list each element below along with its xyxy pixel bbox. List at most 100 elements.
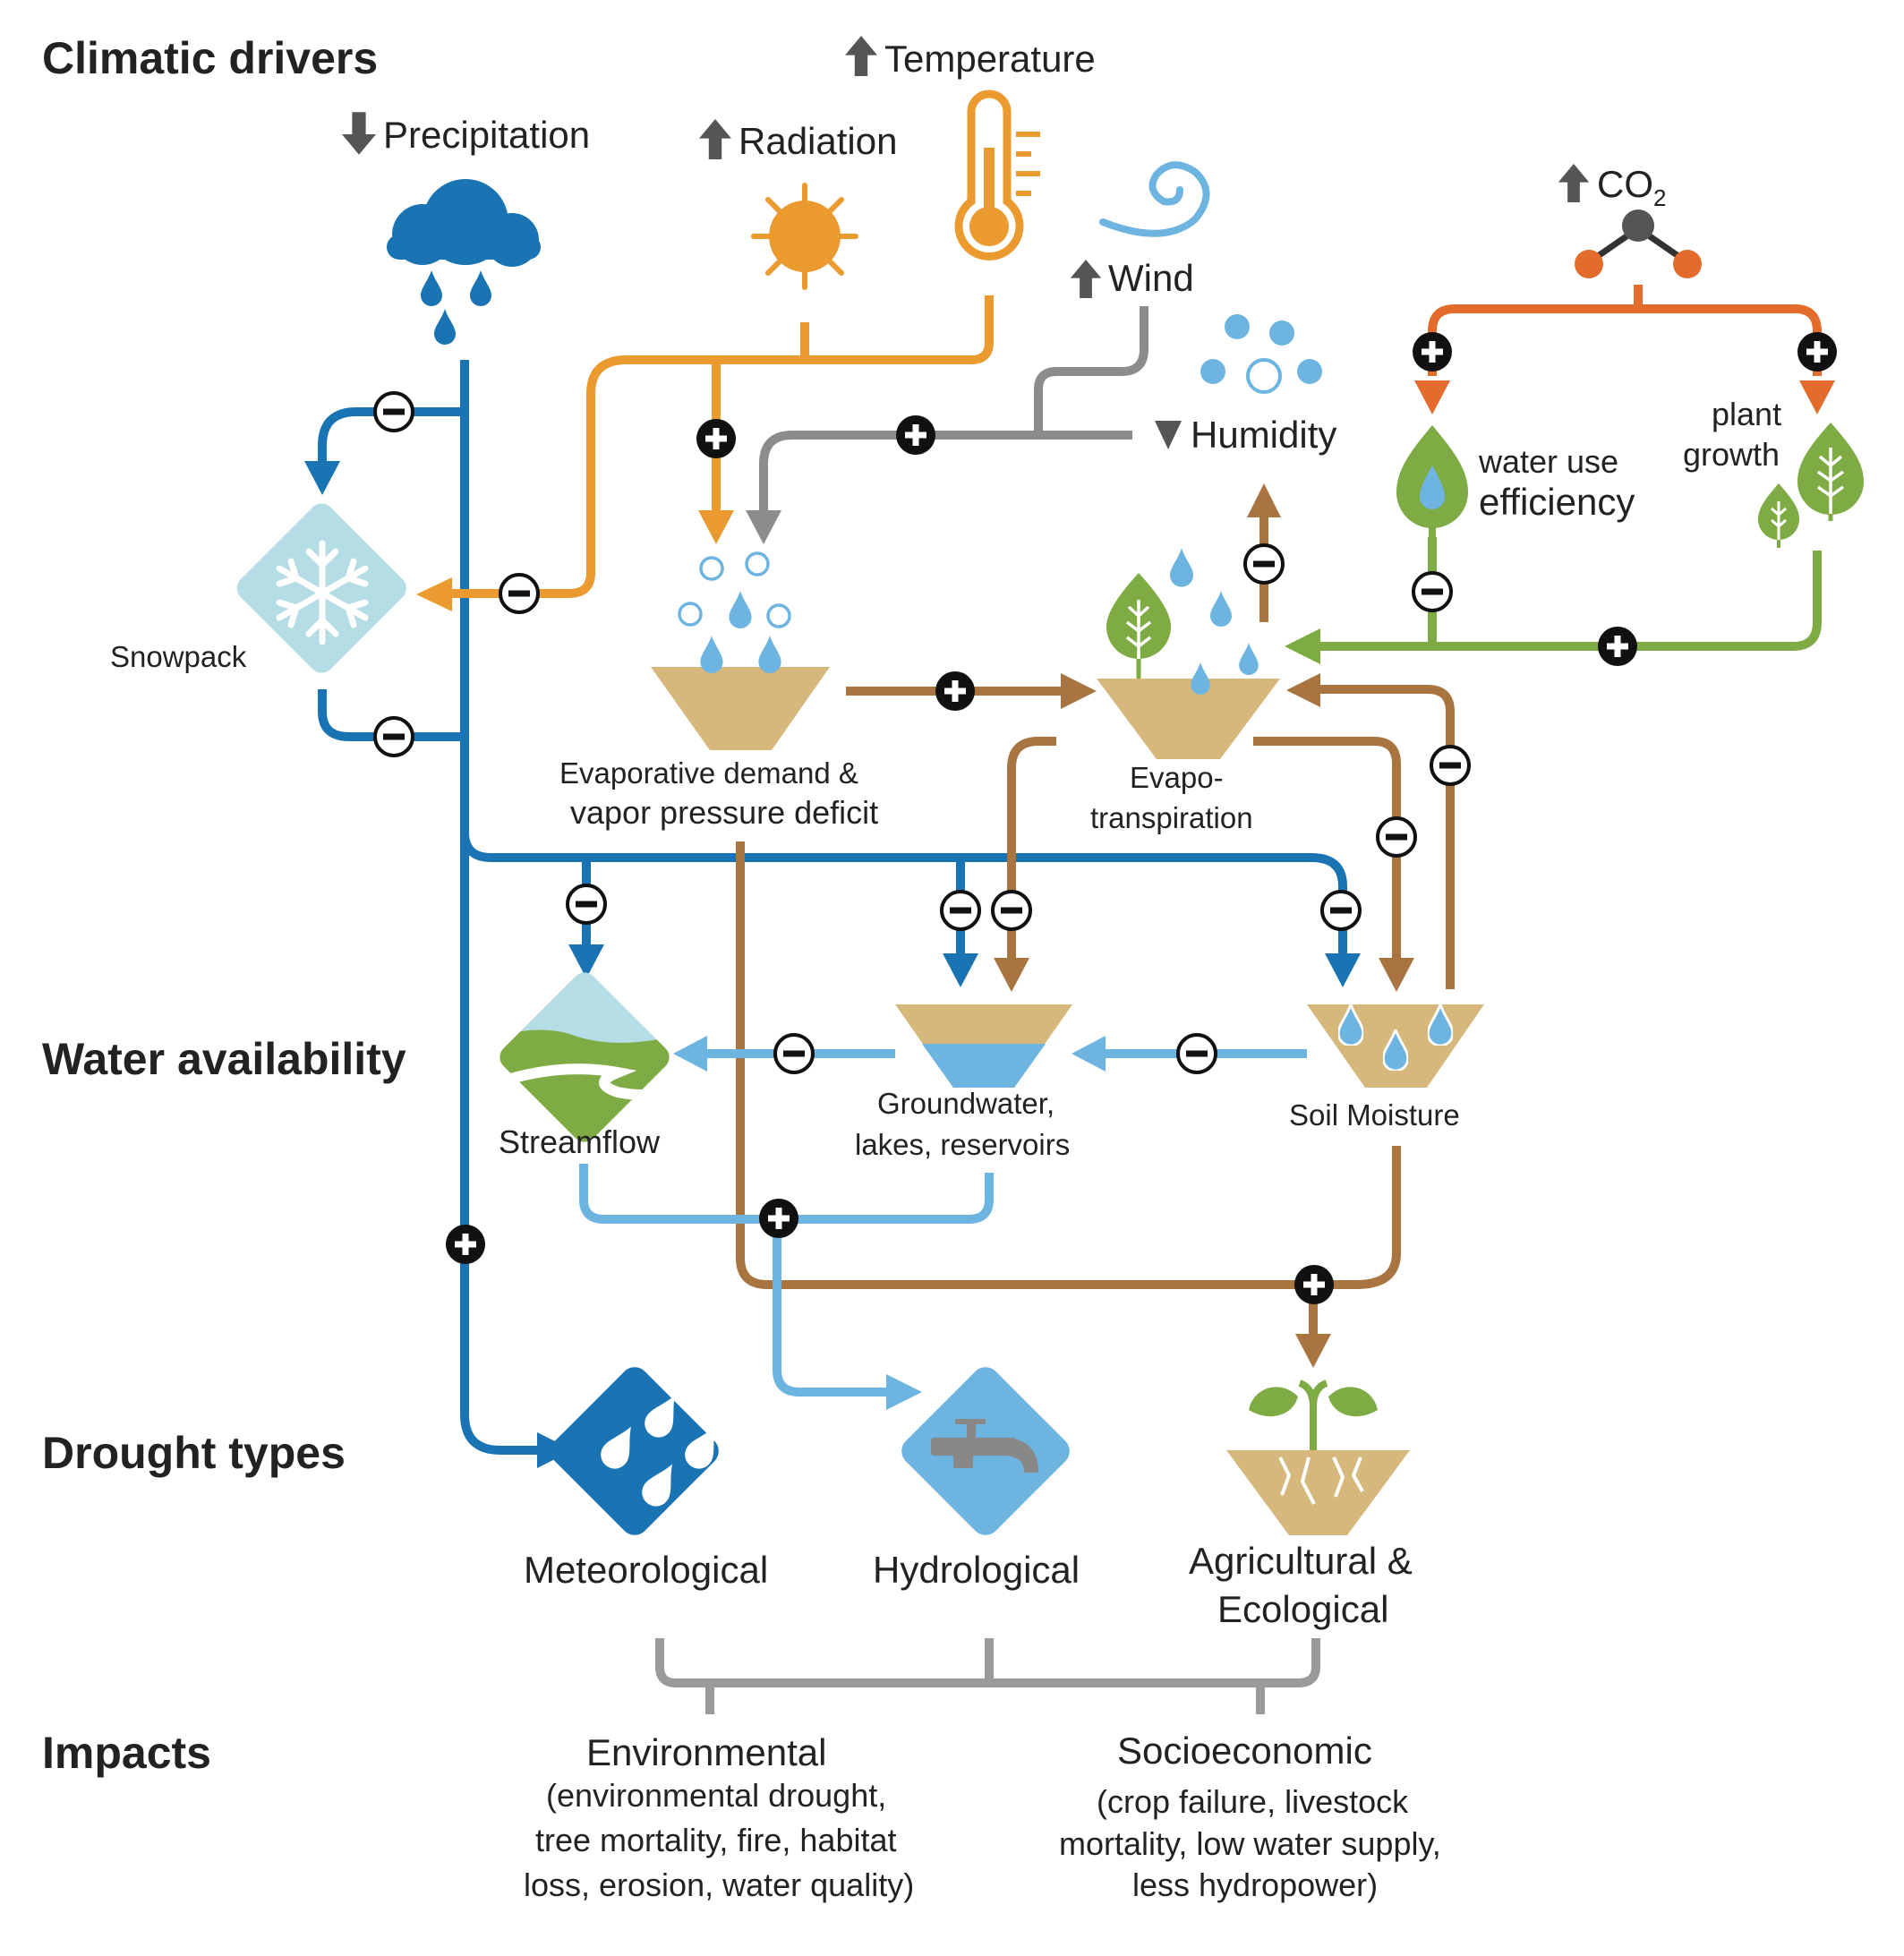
- wind-swirl-icon: [1099, 161, 1210, 237]
- thermometer-icon: [954, 90, 1040, 261]
- wind-line: [1034, 306, 1148, 435]
- arrowhead-snowpack-orange: [416, 577, 452, 611]
- evapo-label: Evapo-: [1130, 761, 1224, 794]
- arrowhead-snowpack: [304, 461, 340, 495]
- plus-icon: [696, 419, 736, 458]
- vapor-pressure-deficit-label: vapor pressure deficit: [570, 794, 878, 831]
- arrowhead-groundwater-brown: [994, 958, 1029, 992]
- co2-molecule-icon: [1575, 209, 1702, 278]
- arrow-down-icon: [342, 112, 376, 155]
- leaf-icon: [1396, 425, 1468, 541]
- agricultural-label: Agricultural &: [1189, 1540, 1413, 1582]
- arrowhead-plant: [1799, 380, 1835, 414]
- impacts-bracket-line: [655, 1638, 1320, 1714]
- socioeconomic-line-1: (crop failure, livestock: [1097, 1783, 1409, 1820]
- arrowhead-streamflow-lightblue: [673, 1036, 707, 1072]
- plus-icon: [1413, 332, 1452, 372]
- meteorological-icon: [551, 1367, 728, 1535]
- arrowheads: [304, 380, 1835, 1468]
- meteorological-label: Meteorological: [524, 1549, 768, 1591]
- arrowhead-demand-gray: [746, 510, 781, 544]
- leaf-icon: [1758, 423, 1864, 548]
- section-drought-types: Drought types: [42, 1428, 346, 1478]
- arrowhead-streamflow: [568, 944, 604, 978]
- plus-icon: [896, 415, 935, 455]
- co2-label: CO2: [1597, 163, 1666, 211]
- lakes-reservoirs-label: lakes, reservoirs: [855, 1128, 1070, 1161]
- co2-line: [1428, 285, 1822, 376]
- hydro-down-line: [773, 1219, 891, 1397]
- socioeconomic-title: Socioeconomic: [1117, 1730, 1372, 1772]
- minus-icon: [1243, 543, 1285, 585]
- temperature-label: Temperature: [884, 38, 1096, 80]
- arrowhead-et-brown: [1061, 673, 1097, 709]
- minus-icon: [1320, 890, 1362, 931]
- minus-icon: [373, 391, 414, 432]
- arrowhead-soil-blue: [1325, 953, 1361, 987]
- evapotranspiration-icon: [1097, 548, 1280, 759]
- snowpack-to-precip-line: [318, 689, 465, 741]
- socioeconomic-line-3: less hydropower): [1132, 1866, 1378, 1903]
- hydrological-label: Hydrological: [873, 1549, 1080, 1591]
- plus-icon: [1797, 332, 1837, 372]
- arrowhead-hydrological: [886, 1374, 922, 1410]
- demand-to-agri-line: [736, 841, 1401, 1289]
- soil-moisture-icon: [1307, 1004, 1484, 1088]
- precip-trunk-line: [460, 360, 542, 1455]
- humidity-drops-icon: [1200, 314, 1322, 394]
- minus-icon: [991, 890, 1032, 931]
- arrowhead-et-up: [1247, 483, 1281, 517]
- minus-icon: [940, 890, 981, 931]
- radiation-label: Radiation: [739, 120, 897, 162]
- plus-icon: [1598, 627, 1637, 666]
- section-impacts: Impacts: [42, 1728, 211, 1778]
- humidity-label: Humidity: [1191, 414, 1336, 456]
- arrowhead-et-soil-in: [1286, 673, 1320, 707]
- plus-icon: [1294, 1265, 1334, 1304]
- soil-to-et-line: [1320, 685, 1455, 989]
- arrow-up-icon: [1558, 164, 1590, 202]
- plus-icon: [759, 1199, 798, 1238]
- evaporative-demand-label: Evaporative demand &: [559, 756, 858, 790]
- precip-to-snowpack-line: [318, 407, 465, 474]
- plant-label: plant: [1712, 396, 1781, 432]
- section-water-availability: Water availability: [42, 1034, 406, 1084]
- arrow-up-icon: [699, 119, 731, 159]
- arrowhead-et-green: [1285, 628, 1320, 664]
- efficiency-label: efficiency: [1479, 481, 1635, 523]
- transpiration-label: transpiration: [1090, 801, 1253, 834]
- evaporative-demand-icon: [651, 551, 830, 750]
- plus-icon: [446, 1225, 485, 1264]
- environmental-line-3: loss, erosion, water quality): [524, 1866, 914, 1903]
- environmental-line-1: (environmental drought,: [546, 1777, 886, 1814]
- et-to-groundwater-line: [1007, 737, 1056, 962]
- water-use-label: water use: [1478, 443, 1618, 480]
- minus-icon: [499, 573, 540, 614]
- snowflake-icon: [236, 503, 406, 673]
- temperature-line: [443, 295, 994, 598]
- growth-label: growth: [1683, 436, 1780, 473]
- precip-horizontal-line: [460, 832, 1347, 958]
- environmental-title: Environmental: [586, 1731, 826, 1773]
- minus-icon: [373, 716, 414, 757]
- plant-down-line: [1311, 551, 1822, 651]
- environmental-line-2: tree mortality, fire, habitat: [535, 1822, 897, 1858]
- minus-icon: [566, 884, 607, 925]
- arrowhead-groundwater-lightblue: [1072, 1036, 1106, 1072]
- precipitation-label: Precipitation: [383, 114, 590, 156]
- minus-icon: [1430, 745, 1471, 786]
- et-to-soil-line: [1253, 737, 1401, 962]
- minus-icon: [1176, 1033, 1217, 1074]
- arrowhead-humidity: [1155, 421, 1182, 449]
- arrowhead-demand-orange: [698, 510, 734, 544]
- co2-text: CO: [1597, 163, 1653, 205]
- arrowhead-groundwater-blue: [943, 953, 978, 987]
- arrow-up-icon: [1070, 260, 1102, 298]
- faucet-icon: [901, 1367, 1070, 1535]
- arrow-up-icon: [845, 36, 877, 76]
- sun-icon: [751, 183, 858, 290]
- soil-moisture-label: Soil Moisture: [1289, 1098, 1460, 1132]
- arrowhead-soil-brown: [1379, 958, 1414, 992]
- section-climatic-drivers: Climatic drivers: [42, 33, 378, 83]
- snowpack-label: Snowpack: [110, 640, 247, 673]
